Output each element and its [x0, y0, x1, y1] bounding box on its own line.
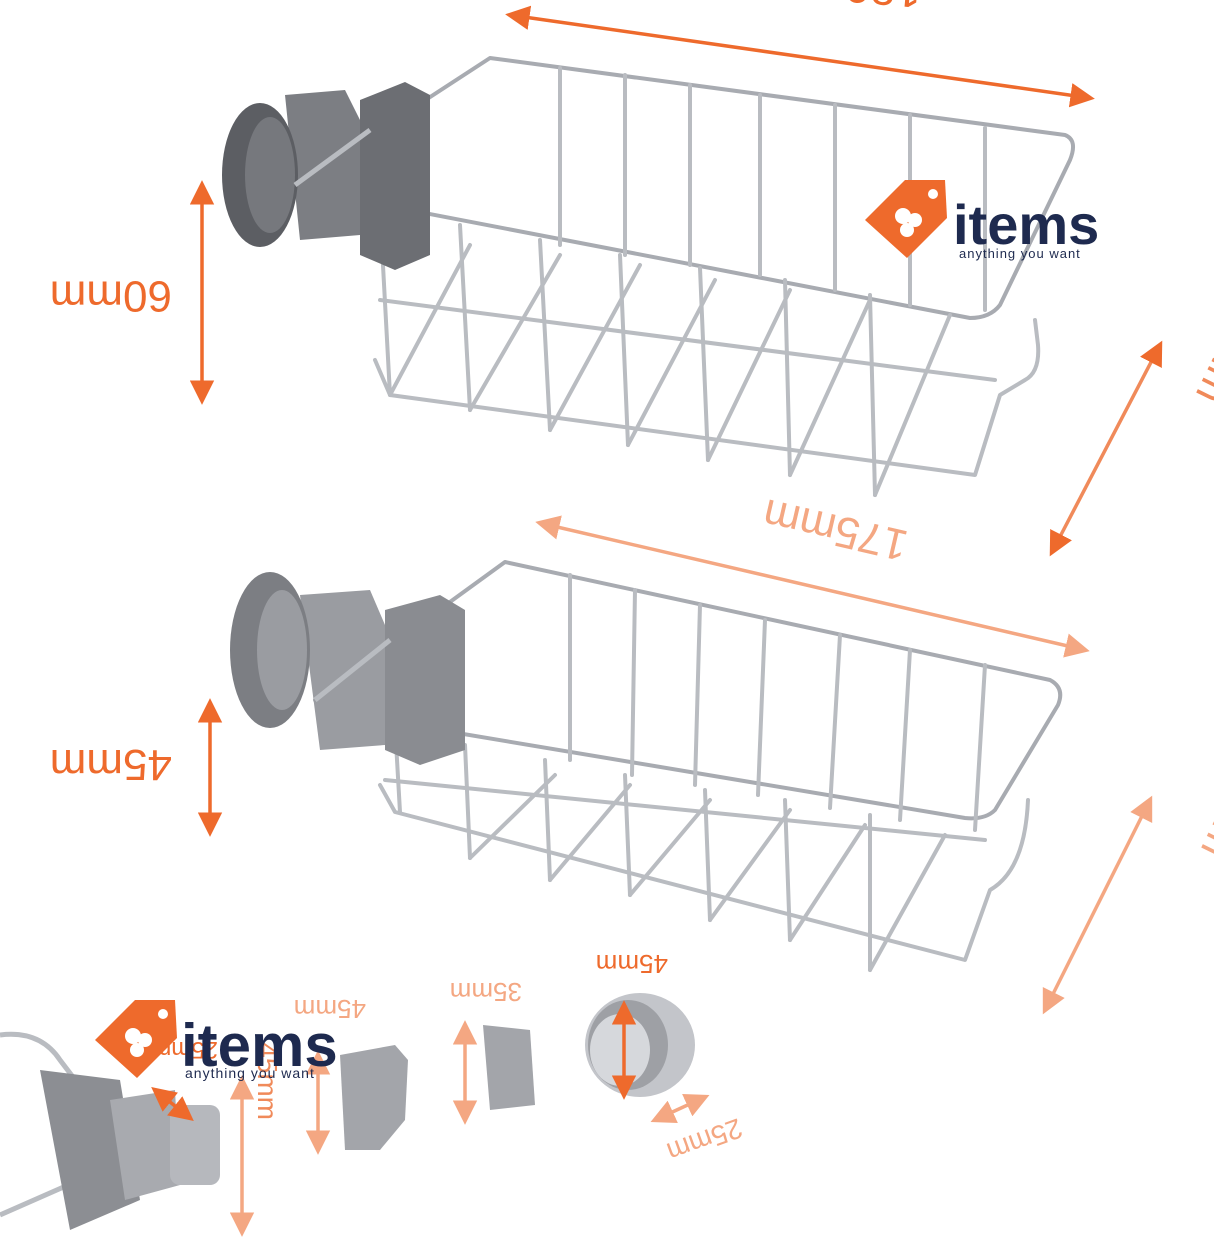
price-tag-clover-icon — [95, 1000, 177, 1078]
label-top-width: 180mm — [766, 0, 923, 18]
logo-word: items — [181, 1012, 338, 1079]
label-mount-height: 45mm — [252, 1042, 283, 1120]
adapter-part — [340, 1045, 408, 1150]
corner-mount-photo — [0, 1031, 220, 1230]
label-clip-height: 35mm — [450, 977, 522, 1007]
label-bottom-height: 45mm — [50, 740, 172, 789]
label-nut-diameter: 45mm — [596, 949, 668, 979]
price-tag-clover-icon — [865, 180, 947, 258]
label-nut-depth: 25mm — [663, 1112, 747, 1168]
logo-tagline: anything you want — [185, 1065, 315, 1081]
label-bottom-depth: 105mm — [1192, 720, 1214, 866]
brand-logo-bottom: items anything you want — [95, 1000, 338, 1081]
top-faucet-mount — [222, 82, 430, 270]
label-top-height: 60mm — [50, 271, 172, 320]
bottom-faucet-mount — [230, 572, 465, 765]
clip-part — [483, 1025, 535, 1110]
label-top-depth: 105mm — [1187, 265, 1214, 411]
brand-logo-top: items anything you want — [865, 180, 1099, 261]
logo-word: items — [953, 193, 1099, 256]
dimension-arrows — [151, 5, 1163, 1237]
logo-tagline: anything you want — [959, 246, 1081, 261]
top-basket — [293, 56, 1076, 497]
nut-part — [585, 993, 695, 1097]
label-adapter-width: 45mm — [294, 994, 366, 1024]
label-bottom-width: 175mm — [758, 489, 912, 570]
